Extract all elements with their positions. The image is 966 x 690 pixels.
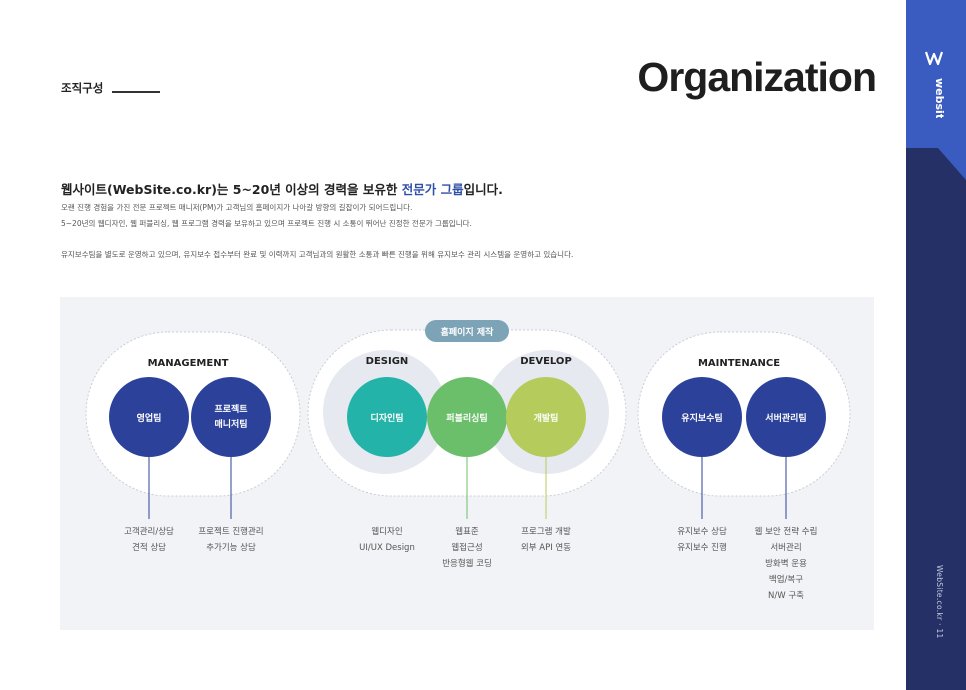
- org-chart-panel: MANAGEMENT DESIGN DEVELOP 홈페이지 제작 MAINTE…: [60, 297, 874, 630]
- dev-desc-1: 프로그램 개발: [521, 526, 571, 537]
- design-team-circle: [347, 377, 427, 457]
- logo-mark-icon: [924, 51, 944, 66]
- intro-line-1: 오랜 진행 경험을 가진 전문 프로젝트 매니저(PM)가 고객님의 홈페이지가…: [61, 203, 413, 212]
- dev-team-label: 개발팀: [534, 412, 559, 424]
- logo-text: website: [933, 78, 946, 118]
- section-label: 조직구성: [61, 81, 104, 95]
- develop-group-label: DEVELOP: [520, 356, 572, 367]
- sales-desc-1: 고객관리/상담: [124, 526, 174, 537]
- design-group-label: DESIGN: [366, 356, 409, 367]
- publishing-desc-1: 웹표준: [455, 527, 479, 537]
- intro-headline: 웹사이트(WebSite.co.kr)는 5~20년 이상의 경력을 보유한 전…: [61, 179, 503, 198]
- publishing-desc-2: 웹접근성: [451, 542, 482, 553]
- server-desc-1: 웹 보안 전략 수립: [755, 526, 818, 537]
- server-team-circle: [746, 377, 826, 457]
- server-team-label: 서버관리팀: [765, 412, 806, 424]
- side-tab: [906, 0, 966, 180]
- server-desc-3: 방화벽 운용: [765, 558, 807, 569]
- page-reference: WebSite.co.kr · 11: [935, 565, 944, 639]
- dev-team-circle: [506, 377, 586, 457]
- pm-team-label-1: 프로젝트: [214, 403, 248, 415]
- maintenance-desc-1: 유지보수 상담: [677, 526, 727, 537]
- headline-end: 입니다.: [463, 182, 503, 197]
- design-desc-2: UI/UX Design: [359, 543, 415, 553]
- org-chart: MANAGEMENT DESIGN DEVELOP 홈페이지 제작 MAINTE…: [85, 320, 851, 601]
- server-desc-2: 서버관리: [770, 542, 801, 553]
- sales-team-circle: [109, 377, 189, 457]
- section-label-rule: [112, 91, 160, 93]
- homepage-badge-text: 홈페이지 제작: [441, 326, 495, 338]
- maintenance-group-label: MAINTENANCE: [698, 358, 780, 369]
- maintenance-team-circle: [662, 377, 742, 457]
- design-desc-1: 웹디자인: [371, 526, 402, 537]
- sales-desc-2: 견적 상담: [132, 542, 166, 553]
- publishing-team-label: 퍼블리싱팀: [446, 412, 487, 424]
- management-group-label: MANAGEMENT: [148, 358, 229, 369]
- maintenance-desc-2: 유지보수 진행: [677, 542, 727, 553]
- pm-desc-1: 프로젝트 진행관리: [198, 526, 263, 537]
- headline-text: 웹사이트(WebSite.co.kr)는 5~20년 이상의 경력을 보유한: [61, 182, 402, 197]
- sales-team-label: 영업팀: [137, 412, 162, 424]
- intro-line-3: 유지보수팀을 별도로 운영하고 있으며, 유지보수 접수부터 완료 및 이력까지…: [61, 250, 574, 259]
- pm-team-circle: [191, 377, 271, 457]
- website-logo: website: [924, 51, 946, 118]
- publishing-team-circle: [427, 377, 507, 457]
- design-team-label: 디자인팀: [370, 412, 403, 424]
- intro-line-2: 5~20년의 웹디자인, 웹 퍼블리싱, 웹 프로그램 경력을 보유하고 있으며…: [61, 219, 472, 228]
- page-title: Organization: [637, 54, 877, 100]
- server-desc-5: N/W 구축: [768, 591, 804, 601]
- maintenance-team-label: 유지보수팀: [681, 412, 722, 424]
- server-desc-4: 백업/복구: [769, 574, 803, 585]
- dev-desc-2: 외부 API 연동: [521, 542, 571, 553]
- headline-highlight: 전문가 그룹: [401, 182, 464, 197]
- pm-desc-2: 추가기능 상담: [206, 542, 256, 553]
- pm-team-label-2: 매니저팀: [214, 418, 247, 430]
- homepage-badge: [425, 320, 509, 342]
- publishing-desc-3: 반응형웹 코딩: [442, 558, 492, 569]
